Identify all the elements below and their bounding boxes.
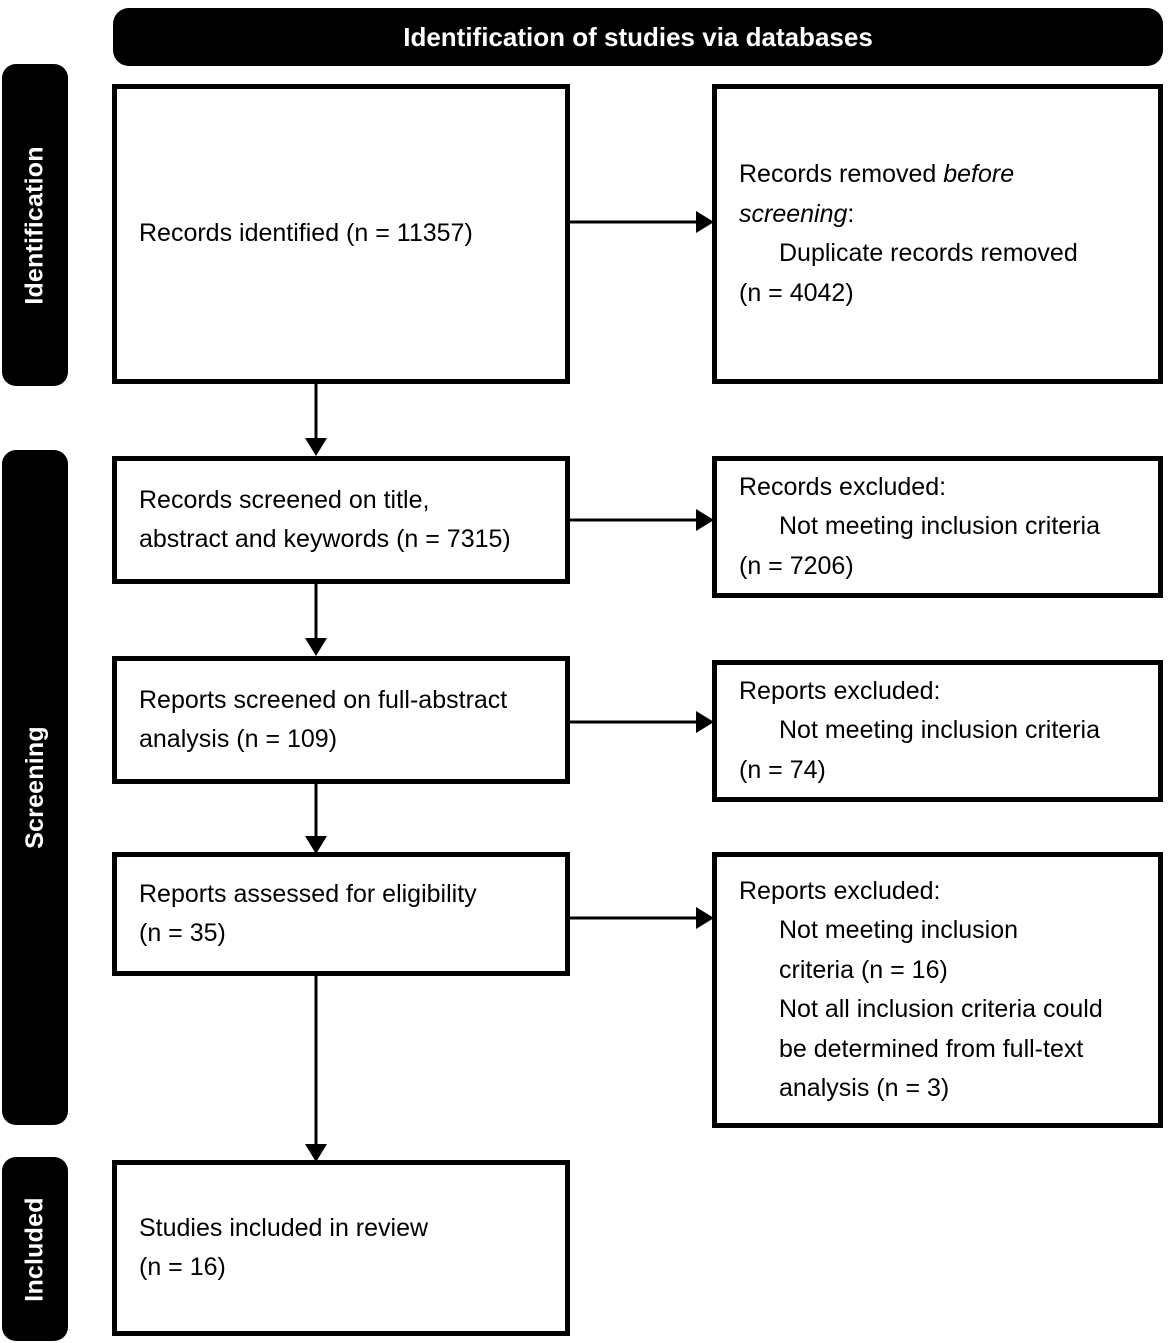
box-reports-excluded-2-text: Reports excluded: Not meeting inclusion …: [717, 872, 1158, 1109]
box-records-removed-text: Records removed before screening: Duplic…: [717, 155, 1158, 313]
box-records-screened-text: Records screened on title, abstract and …: [117, 481, 565, 560]
records-removed-line-3: Duplicate records removed: [779, 239, 1078, 267]
records-excluded-line-2: Not meeting inclusion criteria: [779, 512, 1100, 541]
reports-excluded-1-line-2: Not meeting inclusion criteria: [779, 716, 1100, 745]
box-reports-screened-text: Reports screened on full-abstract analys…: [117, 681, 565, 760]
box-reports-assessed: Reports assessed for eligibility (n = 35…: [112, 852, 570, 976]
records-excluded-line-1: Records excluded:: [739, 472, 947, 501]
phase-band-screening: Screening: [2, 450, 68, 1125]
phase-label-screening: Screening: [20, 726, 49, 849]
box-studies-included: Studies included in review (n = 16): [112, 1160, 570, 1336]
connector-assessed-to-studies-included: [300, 974, 332, 1162]
records-screened-line-2: abstract and keywords (n = 7315): [139, 525, 511, 553]
box-records-excluded: Records excluded: Not meeting inclusion …: [712, 456, 1163, 598]
records-removed-line-4: (n = 4042): [739, 278, 854, 307]
reports-excluded-2-line-5: be determined from full-text: [779, 1034, 1084, 1063]
box-reports-excluded-2: Reports excluded: Not meeting inclusion …: [712, 852, 1163, 1128]
connector-reports-screened-to-excluded: [568, 706, 714, 738]
connector-screened-to-reports-screened: [300, 584, 332, 656]
phase-label-included: Included: [20, 1196, 49, 1302]
reports-excluded-2-line-3: criteria (n = 16): [779, 955, 948, 984]
phase-label-identification: Identification: [20, 145, 49, 305]
header-banner: Identification of studies via databases: [113, 8, 1163, 66]
reports-excluded-2-line-2: Not meeting inclusion: [779, 916, 1019, 944]
box-reports-excluded-1-text: Reports excluded: Not meeting inclusion …: [717, 672, 1158, 791]
reports-excluded-2-line-1: Reports excluded:: [739, 876, 941, 905]
reports-excluded-1-line-3: (n = 74): [739, 755, 826, 784]
header-title: Identification of studies via databases: [403, 21, 873, 52]
records-removed-italic-before: before: [943, 160, 1015, 188]
records-screened-line-1: Records screened on title,: [139, 485, 430, 514]
box-reports-assessed-text: Reports assessed for eligibility (n = 35…: [117, 875, 565, 954]
box-records-identified-text: Records identified (n = 11357): [117, 214, 565, 254]
box-records-identified: Records identified (n = 11357): [112, 84, 570, 384]
box-studies-included-text: Studies included in review (n = 16): [117, 1209, 565, 1288]
records-removed-line-2: screening:: [739, 195, 1158, 235]
phase-band-identification: Identification: [2, 64, 68, 386]
reports-excluded-1-line-1: Reports excluded:: [739, 676, 941, 705]
studies-included-line-1: Studies included in review: [139, 1213, 429, 1242]
records-identified-line-1: Records identified (n = 11357): [139, 219, 473, 248]
box-records-screened: Records screened on title, abstract and …: [112, 456, 570, 584]
box-reports-screened: Reports screened on full-abstract analys…: [112, 656, 570, 784]
connector-identified-to-screened: [300, 384, 332, 456]
box-records-removed: Records removed before screening: Duplic…: [712, 84, 1163, 384]
records-removed-prefix: Records removed: [739, 160, 944, 188]
reports-excluded-2-line-4: Not all inclusion criteria could: [779, 995, 1103, 1023]
box-reports-excluded-1: Reports excluded: Not meeting inclusion …: [712, 660, 1163, 802]
reports-assessed-line-1: Reports assessed for eligibility: [139, 879, 477, 908]
reports-screened-line-2: analysis (n = 109): [139, 725, 338, 753]
connector-identified-to-removed: [568, 206, 714, 238]
reports-excluded-2-line-6: analysis (n = 3): [779, 1074, 950, 1102]
phase-band-included: Included: [2, 1157, 68, 1341]
connector-reports-screened-to-assessed: [300, 784, 332, 854]
records-excluded-line-3: (n = 7206): [739, 551, 854, 580]
reports-screened-line-1: Reports screened on full-abstract: [139, 685, 508, 714]
reports-assessed-line-2: (n = 35): [139, 919, 226, 947]
connector-assessed-to-excluded-2: [568, 902, 714, 934]
studies-included-line-2: (n = 16): [139, 1253, 226, 1281]
records-removed-italic-screening: screening: [739, 199, 848, 228]
records-removed-colon: :: [847, 199, 855, 228]
box-records-excluded-text: Records excluded: Not meeting inclusion …: [717, 468, 1158, 587]
records-removed-line-1: Records removed before: [739, 155, 1158, 195]
connector-screened-to-excluded: [568, 504, 714, 536]
